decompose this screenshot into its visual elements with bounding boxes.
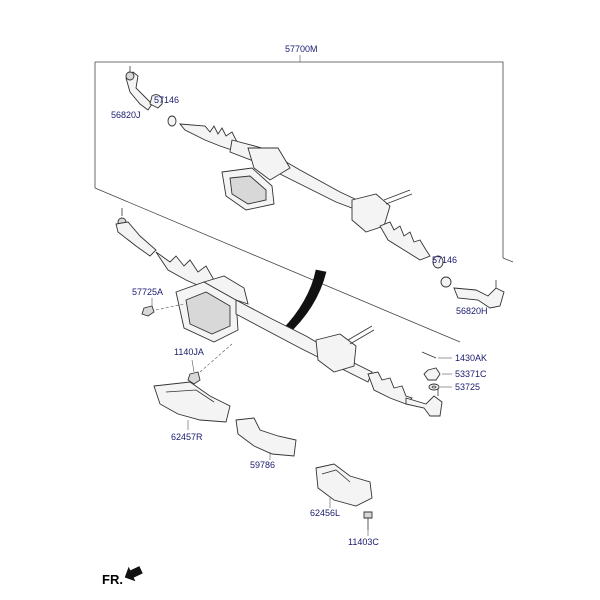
cotter-pin	[421, 351, 452, 359]
washer	[428, 383, 452, 391]
lower-tie-rod-end-left	[115, 208, 157, 257]
castle-nut	[423, 367, 452, 381]
label-57700M[interactable]: 57700M	[285, 44, 318, 54]
upper-boot-clamp-left	[149, 94, 177, 127]
assembly-arrow	[281, 269, 327, 337]
label-62456L[interactable]: 62456L	[310, 508, 340, 518]
upper-rack-housing	[178, 123, 431, 261]
label-56820J[interactable]: 56820J	[111, 110, 141, 120]
label-57725A[interactable]: 57725A	[132, 287, 163, 297]
upper-boot-clamp-right	[432, 255, 452, 288]
label-53371C[interactable]: 53371C	[455, 369, 487, 379]
label-57146-right[interactable]: 57146	[432, 255, 457, 265]
plate-59786	[235, 417, 297, 460]
bracket-62456L	[315, 463, 373, 508]
front-label: FR.	[102, 572, 123, 587]
bolt-11403C	[363, 511, 373, 536]
front-arrow-icon	[124, 566, 143, 582]
label-56820H[interactable]: 56820H	[456, 306, 488, 316]
lower-rack-housing	[155, 251, 443, 417]
bolt-1140JA	[187, 343, 233, 385]
label-1140JA[interactable]: 1140JA	[174, 347, 204, 357]
assembly-frame	[94, 55, 514, 343]
bracket-62457R	[153, 381, 231, 430]
label-57146-left[interactable]: 57146	[154, 95, 179, 105]
front-indicator: FR.	[102, 566, 143, 587]
label-53725[interactable]: 53725	[455, 382, 480, 392]
bolt-57725A	[141, 298, 185, 317]
label-11403C[interactable]: 11403C	[348, 537, 379, 547]
upper-tie-rod-end-left	[125, 66, 153, 111]
label-1430AK[interactable]: 1430AK	[455, 353, 487, 363]
label-59786[interactable]: 59786	[250, 460, 275, 470]
label-62457R[interactable]: 62457R	[171, 432, 203, 442]
upper-tie-rod-end-right	[453, 280, 505, 309]
